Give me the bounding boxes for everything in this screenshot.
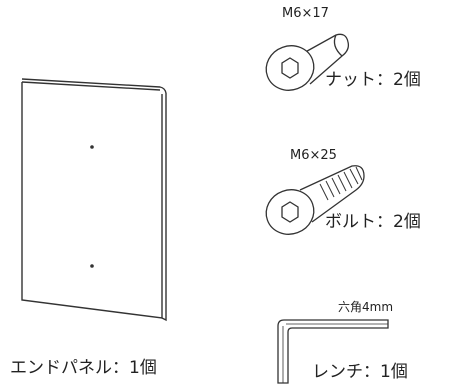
nut-shaft-end — [333, 34, 343, 57]
bolt-hex-socket-icon — [281, 201, 299, 223]
wrench-body — [277, 319, 389, 384]
bolt-drawing — [265, 165, 365, 235]
wrench-spec: 六角4mm — [338, 300, 394, 314]
bolt-spec: M6×25 — [290, 148, 337, 163]
end-panel-label: エンドパネル：1個 — [10, 358, 157, 378]
nut-label: ナット：2個 — [325, 70, 421, 90]
nut-drawing — [265, 33, 350, 91]
bolt-label: ボルト：2個 — [325, 212, 421, 232]
end-panel-hole-lower — [90, 264, 94, 268]
end-panel-top-edge — [21, 81, 161, 91]
wrench-drawing — [277, 319, 389, 384]
end-panel-hole-upper — [90, 145, 94, 149]
bolt-thread — [319, 166, 363, 201]
end-panel-face — [21, 82, 163, 319]
end-panel-side — [161, 93, 167, 322]
end-panel-drawing — [21, 78, 167, 322]
wrench-label: レンチ：1個 — [312, 362, 408, 382]
nut-spec: M6×17 — [282, 6, 329, 21]
nut-hex-socket-icon — [281, 57, 299, 79]
end-panel-top-bevel — [21, 78, 167, 94]
